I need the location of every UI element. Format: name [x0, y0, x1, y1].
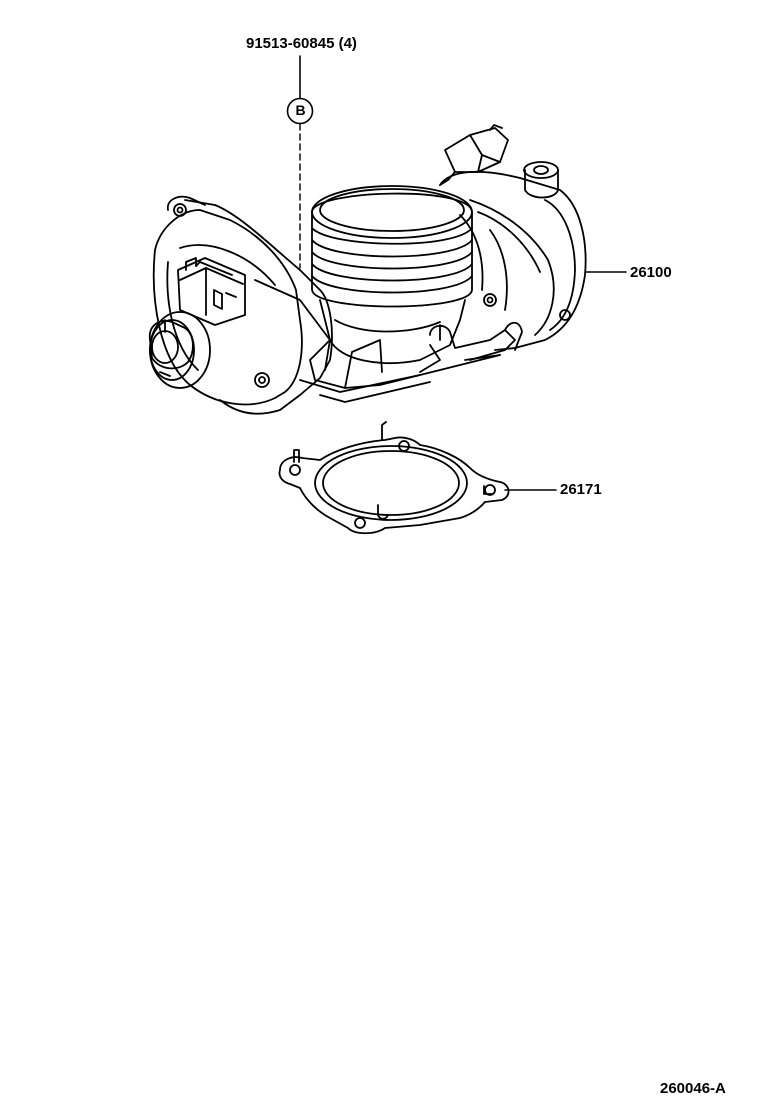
bolt-leader: [286, 55, 314, 269]
reference-letter-b: B: [295, 102, 306, 118]
gasket-part-number: 26171: [560, 481, 602, 498]
bolt-part-number: 91513-60845 (4): [246, 35, 357, 52]
drawing-number: 260046-A: [660, 1080, 726, 1097]
throttle-body-assembly: [148, 124, 587, 415]
gasket: [278, 421, 510, 535]
throttle-body-part-number: 26100: [630, 264, 672, 281]
